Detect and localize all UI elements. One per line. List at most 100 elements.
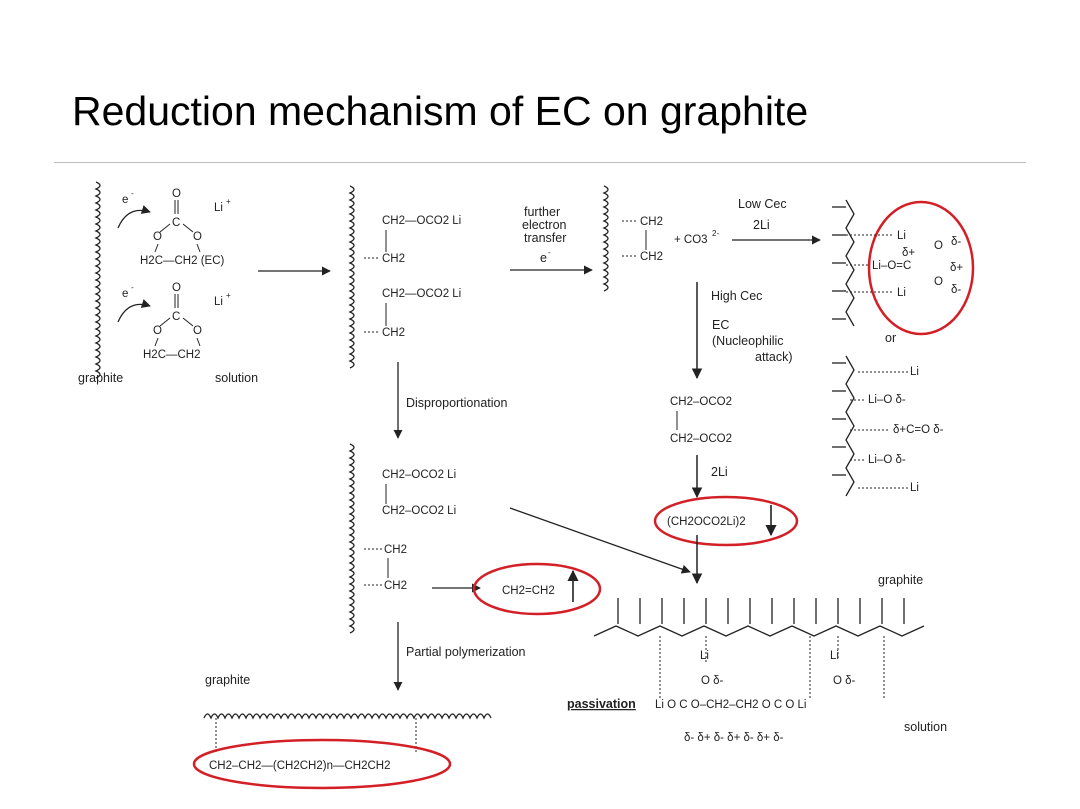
li2co3-li-bottom: Li [897,287,906,299]
disp-ch2-a: CH2 [384,544,407,556]
polymer-formula: CH2–CH2—(CH2CH2)n—CH2CH2 [209,760,390,772]
label-solution-left: solution [215,371,258,385]
passivation-partial-charges: δ- δ+ δ- δ+ δ- δ+ δ- [684,732,784,744]
ethylene-top: CH2 [640,216,663,228]
alt-li-bottom: Li [910,482,919,494]
graphite-edge-bottom [203,713,492,720]
graphite-edge-products [602,185,609,292]
electron-sup-2: - [131,283,134,292]
electron-text: electron [522,218,567,232]
radical-anion-intermediate: CH2—OCO2 Li CH2 CH2—OCO2 Li CH2 [364,215,461,339]
graphite-electrodes [94,181,925,720]
li2co3-o-top: O [934,240,943,252]
passivation-dashed-bonds [659,636,885,700]
label-solution-right: solution [904,720,947,734]
graphite-edge-intermediate [348,185,355,369]
polymer-layer: graphite CH2–CH2—(CH2CH2)n—CH2CH2 [192,673,452,790]
further-text: further [524,205,560,219]
electron-transfer-arrow [117,205,151,229]
label-graphite-right: graphite [878,573,923,587]
partial-polymerization-label: Partial polymerization [406,645,526,659]
dicarbonate-anion: CH2–OCO2 CH2–OCO2 2Li [670,396,732,499]
li2co3-delta-top: δ- [951,236,961,248]
further-electron-transfer: further electron transfer e - [510,205,593,275]
pass-o-top-2: O δ- [833,675,856,687]
li-ion-label: Li [214,202,223,214]
attack-label: attack) [755,350,793,364]
further-electron: e [540,251,547,265]
alt-o-bottom: Li–O δ- [868,454,906,466]
ec-molecule-bottom: e - O C O O H2C—CH2 Li + [117,282,231,361]
alt-o-top: Li–O δ- [868,394,906,406]
high-cec-label: High Cec [711,289,762,303]
high-cec-path: High Cec EC (Nucleophilic attack) [691,282,793,380]
li2co3-center: Li–O=C [872,260,911,272]
passivation-chain: Li O C O–CH2–CH2 O C O Li [655,699,806,711]
li-plus-sup-2: + [226,291,231,300]
electron-label: e [122,194,128,206]
carbonate-ion: + CO3 [674,234,708,246]
ethylene-highlight-ellipse [472,562,602,616]
li2co3-delta-plus: δ+ [902,247,915,259]
graphite-edge-mid-right [845,355,855,497]
carbonate-carbon-2: C [172,311,180,323]
li2co3-li-top: Li [897,230,906,242]
ledc-product: (CH2OCO2Li)2 [653,495,799,585]
ethylene-carbonate-products: CH2 CH2 + CO3 2- [622,216,719,263]
title-divider [54,162,1026,163]
li2co3-highlight-ellipse [867,200,975,336]
alt-li-top: Li [910,366,919,378]
alt-carbonyl: δ+C=O δ- [893,424,944,436]
li-plus-sup: + [226,197,231,206]
electron-label-2: e [122,288,128,300]
slide-title: Reduction mechanism of EC on graphite [72,88,809,134]
ethylene-formula: CH2=CH2 [502,585,555,597]
partial-polymerization-path: Partial polymerization [393,622,526,691]
ring-oxygen-right-2: O [193,325,202,337]
disp-ch2-b: CH2 [384,580,407,592]
li2co3-adsorbed: Li O δ- δ+ Li–O=C δ+ O Li δ- or [846,200,975,345]
ethylene-gas: CH2=CH2 [472,562,602,616]
label-graphite-bottom: graphite [205,673,250,687]
passivation-label: passivation [567,697,636,711]
ring-oxygen-left-2: O [153,325,162,337]
disp-line-1: CH2–OCO2 Li [382,469,456,481]
ec-molecule-top: e - O C O O H2C—CH2 (EC) Li + [117,188,231,267]
pass-o-top-1: O δ- [701,675,724,687]
arrow-to-passivation [509,507,691,574]
intermediate-line-1: CH2—OCO2 Li [382,215,461,227]
li2co3-alternative: Li Li–O δ- δ+C=O δ- Li–O δ- Li [850,366,944,494]
li-ion-label-2: Li [214,296,223,308]
ec-attack-label: EC [712,318,729,332]
graphite-edge-disproportionation [348,443,355,634]
li2co3-o-bottom: O [934,276,943,288]
carbonate-carbon: C [172,217,180,229]
ec-ethylene-label-2: H2C—CH2 [143,349,201,361]
intermediate-line-3: CH2—OCO2 Li [382,288,461,300]
passivation-layer: graphite Li Li O δ- O δ- passivation Li … [567,573,947,744]
disproportionation-label: Disproportionation [406,396,507,410]
li2co3-delta-plus-right: δ+ [950,262,963,274]
transfer-text: transfer [524,231,566,245]
low-cec-label: Low Cec [738,197,787,211]
intermediate-ch2: CH2 [382,253,405,265]
two-li-top: 2Li [753,218,770,232]
carbonyl-oxygen-2: O [172,282,181,294]
graphite-edge-top-right [845,199,855,327]
dicarbonate-line-2: CH2–OCO2 [670,433,732,445]
graphite-zigzag-right [593,625,925,637]
disproportionation-products: CH2–OCO2 Li CH2–OCO2 Li CH2 CH2 [364,469,691,593]
further-electron-sup: - [548,248,551,257]
pass-li-top-1: Li [700,650,709,662]
or-label: or [885,331,896,345]
ethylene-bottom: CH2 [640,251,663,263]
electron-transfer-arrow-2 [117,299,151,323]
graphite-edge-left [94,181,101,379]
ledc-highlight-ellipse [653,495,799,547]
carbonyl-oxygen: O [172,188,181,200]
ring-oxygen-left: O [153,231,162,243]
dicarbonate-line-1: CH2–OCO2 [670,396,732,408]
ledc-formula: (CH2OCO2Li)2 [667,516,746,528]
